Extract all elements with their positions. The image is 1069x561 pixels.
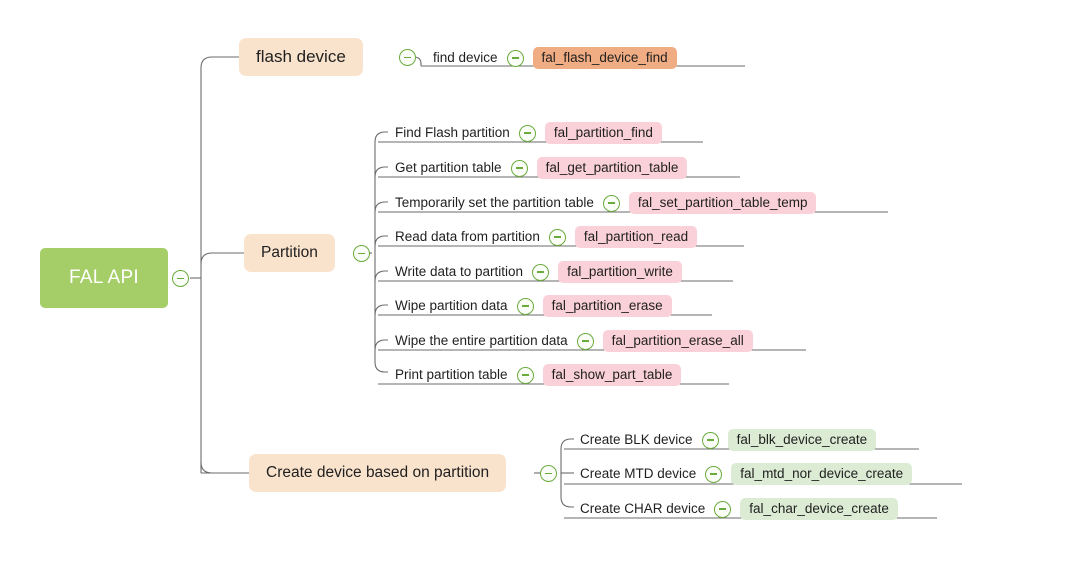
badge-fal-show-part-table[interactable]: fal_show_part_table: [542, 363, 682, 387]
badge-fal-partition-read[interactable]: fal_partition_read: [574, 225, 698, 249]
badge-fal-get-partition-table[interactable]: fal_get_partition_table: [536, 156, 688, 180]
wipe-partition-data-collapse-toggle-icon[interactable]: [516, 297, 534, 315]
badge-fal-char-device-create[interactable]: fal_char_device_create: [740, 497, 898, 521]
leaf-read-data-from-partition-label: Read data from partition: [395, 229, 540, 245]
wipe-entire-partition-data-collapse-toggle-icon[interactable]: [576, 332, 594, 350]
leaf-temporarily-set-partition-table-label: Temporarily set the partition table: [395, 195, 594, 211]
topic-partition[interactable]: Partition: [244, 234, 335, 272]
temporarily-set-partition-table-collapse-toggle-icon[interactable]: [602, 194, 620, 212]
find-device-collapse-toggle-icon[interactable]: [506, 49, 524, 67]
leaf-wipe-entire-partition-data-label: Wipe the entire partition data: [395, 333, 568, 349]
leaf-temporarily-set-partition-table[interactable]: Temporarily set the partition table fal_…: [395, 188, 817, 218]
root-node[interactable]: FAL API: [40, 248, 168, 308]
topic-flash-device-label: flash device: [256, 47, 346, 66]
leaf-write-data-to-partition-label: Write data to partition: [395, 264, 524, 280]
badge-fal-partition-find[interactable]: fal_partition_find: [544, 121, 662, 145]
badge-fal-set-partition-table-temp[interactable]: fal_set_partition_table_temp: [628, 191, 817, 215]
badge-fal-mtd-nor-device-create[interactable]: fal_mtd_nor_device_create: [731, 462, 913, 486]
leaf-create-blk-device[interactable]: Create BLK device fal_blk_device_create: [580, 425, 877, 455]
leaf-find-flash-partition-label: Find Flash partition: [395, 125, 510, 141]
badge-fal-flash-device-find[interactable]: fal_flash_device_find: [532, 46, 677, 70]
badge-fal-partition-erase-all[interactable]: fal_partition_erase_all: [602, 329, 753, 353]
leaf-get-partition-table-label: Get partition table: [395, 160, 502, 176]
create-blk-device-collapse-toggle-icon[interactable]: [701, 431, 719, 449]
leaf-find-flash-partition[interactable]: Find Flash partition fal_partition_find: [395, 118, 662, 148]
badge-fal-partition-erase[interactable]: fal_partition_erase: [542, 294, 672, 318]
leaf-create-char-device-label: Create CHAR device: [580, 501, 706, 517]
leaf-wipe-entire-partition-data[interactable]: Wipe the entire partition data fal_parti…: [395, 326, 753, 356]
leaf-create-char-device[interactable]: Create CHAR device fal_char_device_creat…: [580, 494, 898, 524]
partition-collapse-toggle-icon[interactable]: [353, 245, 370, 262]
print-partition-table-collapse-toggle-icon[interactable]: [516, 366, 534, 384]
badge-fal-blk-device-create[interactable]: fal_blk_device_create: [727, 428, 877, 452]
leaf-wipe-partition-data-label: Wipe partition data: [395, 298, 508, 314]
create-device-collapse-toggle-icon[interactable]: [540, 465, 557, 482]
badge-fal-partition-write[interactable]: fal_partition_write: [558, 260, 682, 284]
topic-create-device[interactable]: Create device based on partition: [249, 454, 507, 492]
write-data-to-partition-collapse-toggle-icon[interactable]: [532, 263, 550, 281]
leaf-print-partition-table[interactable]: Print partition table fal_show_part_tabl…: [395, 360, 682, 390]
create-char-device-collapse-toggle-icon[interactable]: [714, 500, 732, 518]
flash-device-collapse-toggle-icon[interactable]: [399, 49, 416, 66]
root-label: FAL API: [68, 267, 140, 288]
leaf-wipe-partition-data[interactable]: Wipe partition data fal_partition_erase: [395, 291, 672, 321]
leaf-print-partition-table-label: Print partition table: [395, 367, 508, 383]
find-flash-partition-collapse-toggle-icon[interactable]: [518, 124, 536, 142]
leaf-create-mtd-device[interactable]: Create MTD device fal_mtd_nor_device_cre…: [580, 459, 913, 489]
leaf-create-blk-device-label: Create BLK device: [580, 432, 693, 448]
root-collapse-toggle-icon[interactable]: [172, 270, 189, 287]
get-partition-table-collapse-toggle-icon[interactable]: [510, 159, 528, 177]
leaf-find-device[interactable]: find device fal_flash_device_find: [433, 43, 677, 73]
create-mtd-device-collapse-toggle-icon[interactable]: [705, 465, 723, 483]
read-data-from-partition-collapse-toggle-icon[interactable]: [548, 228, 566, 246]
topic-create-device-label: Create device based on partition: [266, 464, 490, 481]
leaf-read-data-from-partition[interactable]: Read data from partition fal_partition_r…: [395, 222, 698, 252]
topic-flash-device[interactable]: flash device: [239, 38, 363, 76]
topic-partition-label: Partition: [261, 244, 318, 261]
leaf-get-partition-table[interactable]: Get partition table fal_get_partition_ta…: [395, 153, 688, 183]
leaf-create-mtd-device-label: Create MTD device: [580, 466, 697, 482]
leaf-write-data-to-partition[interactable]: Write data to partition fal_partition_wr…: [395, 257, 682, 287]
leaf-find-device-label: find device: [433, 50, 498, 66]
